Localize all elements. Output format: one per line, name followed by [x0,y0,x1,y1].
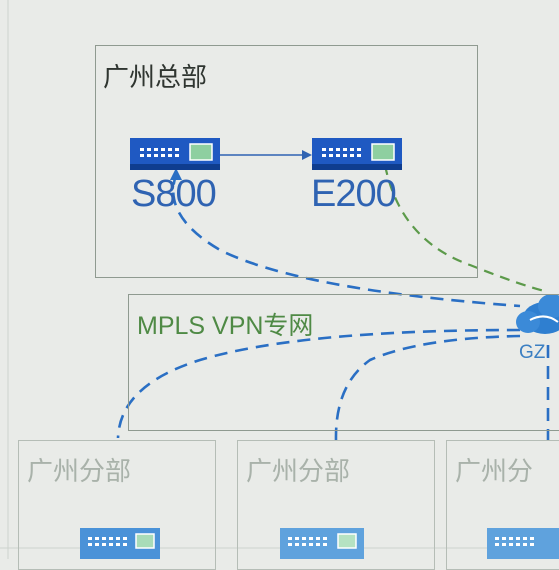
mpls-group [128,294,559,431]
switch-icon [487,528,559,559]
switch-icon [280,528,364,559]
router-icon [312,138,402,170]
s800-label: S800 [131,173,217,215]
cloud-icon [516,294,559,334]
arrow-icon [170,168,182,180]
e200-to-cloud-link [383,164,549,294]
switch-icon [130,138,220,170]
mpls-title: MPLS VPN专网 [137,312,314,340]
arrow-icon [302,150,312,160]
s800-to-cloud-link [172,171,521,308]
hq-title: 广州总部 [103,63,208,93]
e200-label: E200 [311,173,397,215]
cloud-label: GZ [519,342,546,363]
cloud-to-branch2-link [334,334,521,441]
switch-icon [80,528,160,559]
branch-title-3: 广州分 [455,457,534,487]
cloud-to-branch1-link [116,328,521,439]
branch-title-2: 广州分部 [246,457,351,487]
branch-title-1: 广州分部 [27,457,132,487]
hq-group [95,45,478,278]
